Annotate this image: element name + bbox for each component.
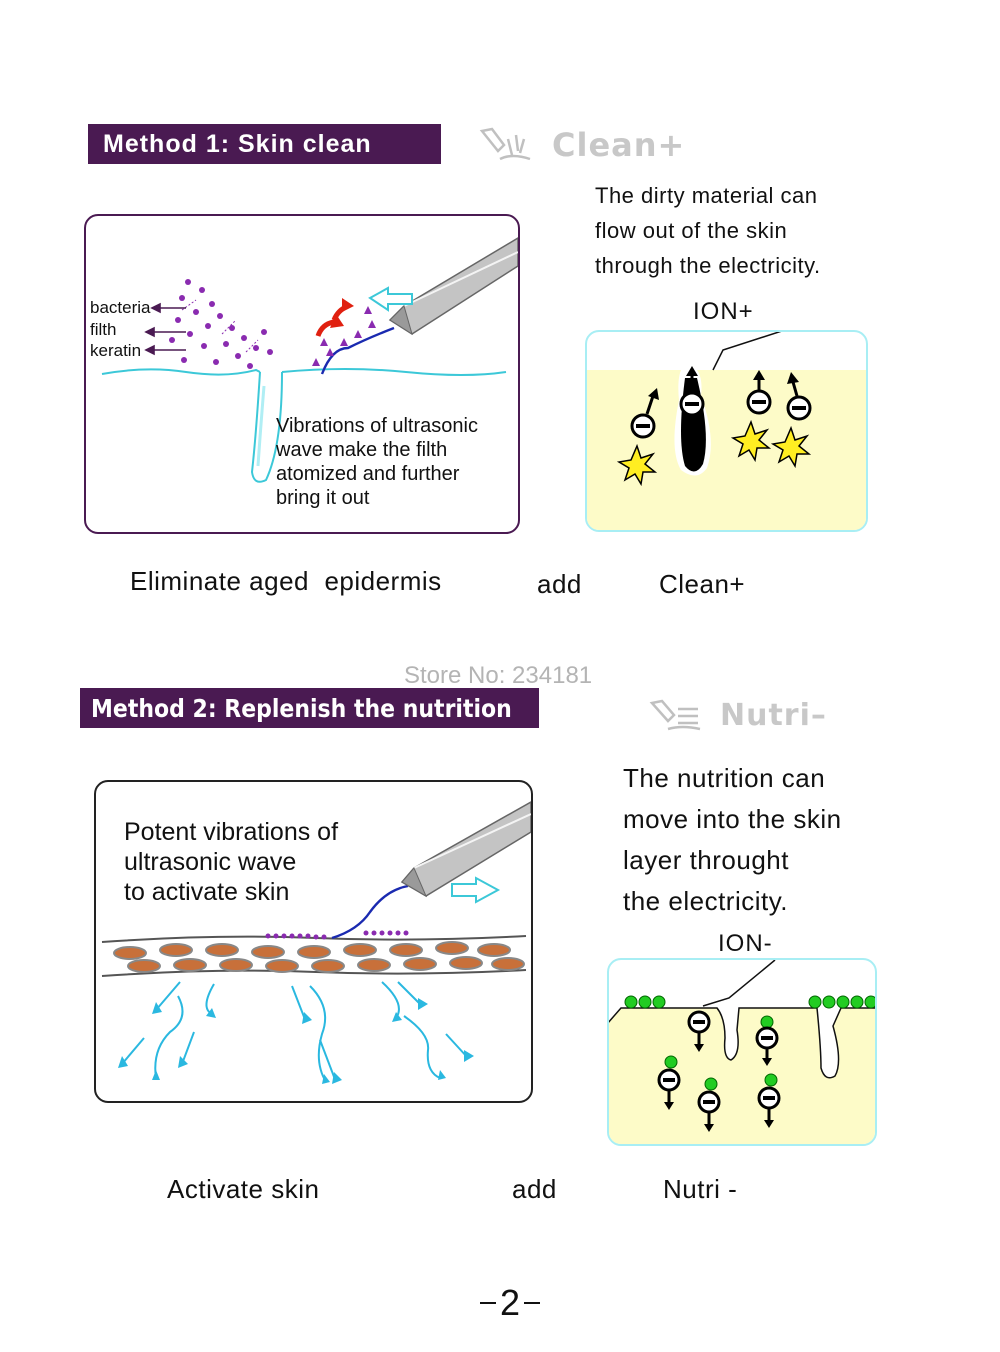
- method1-title: Method 1: Skin clean: [103, 129, 372, 158]
- ion-plus-diagram: [587, 332, 866, 530]
- skin-clean-diagram: bacteria filth keratin Vibrations of ult…: [90, 237, 518, 509]
- method1-banner: Method 1: Skin clean: [88, 124, 441, 164]
- page-dash-left: [480, 1302, 496, 1304]
- nutri-mode-indicator: Nutri–: [648, 692, 848, 738]
- method2-caption-left: Activate skin: [167, 1174, 320, 1204]
- method1-description: The dirty material can flow out of the s…: [595, 178, 895, 283]
- vibration-text-line: wave make the filth: [275, 439, 447, 461]
- vibration-text-line: bring it out: [276, 487, 370, 509]
- clean-mode-indicator: Clean+: [478, 120, 688, 170]
- ion-minus-panel: [607, 958, 877, 1146]
- store-watermark: Store No: 234181: [404, 662, 593, 689]
- page-number-value: 2: [500, 1282, 521, 1323]
- method2-banner: Method 2: Replenish the nutrition: [80, 688, 539, 728]
- vibration-text-line: atomized and further: [276, 463, 460, 485]
- skin-clean-panel: bacteria filth keratin Vibrations of ult…: [84, 214, 520, 534]
- page-number: 2: [480, 1282, 541, 1324]
- description-line: the electricity.: [623, 886, 789, 916]
- description-line: move into the skin: [623, 804, 842, 834]
- ion-plus-label: ION+: [693, 298, 754, 325]
- wand-icon: [649, 699, 701, 731]
- description-line: flow out of the skin: [595, 218, 788, 243]
- ion-minus-diagram: [609, 960, 875, 1144]
- negative-ion-group: [630, 366, 812, 439]
- description-line: layer throught: [623, 845, 789, 875]
- method1-caption-left: Eliminate aged epidermis: [130, 566, 442, 596]
- description-line: The nutrition can: [623, 763, 826, 793]
- method2-title: Method 2: Replenish the nutrition: [91, 693, 512, 723]
- method1-caption-mid: add: [537, 569, 582, 599]
- particle-label-keratin: keratin: [90, 341, 141, 360]
- skin-cells: [113, 941, 525, 973]
- wand-icon: [479, 127, 531, 161]
- method1-caption-right: Clean+: [659, 569, 746, 599]
- vibration-text-line: Potent vibrations of: [124, 818, 338, 846]
- particle-label-filth: filth: [90, 320, 116, 339]
- activate-skin-panel: Potent vibrations of ultrasonic wave to …: [94, 780, 533, 1103]
- nutri-mode-label: Nutri–: [720, 697, 827, 733]
- vibration-text-line: to activate skin: [124, 878, 289, 906]
- particle-label-bacteria: bacteria: [90, 298, 151, 317]
- description-line: through the electricity.: [595, 253, 821, 278]
- page-dash-right: [524, 1302, 541, 1304]
- ultrasonic-probe: [388, 237, 518, 336]
- vibration-text-line: Vibrations of ultrasonic: [276, 415, 478, 437]
- negative-ion-group: [657, 1010, 781, 1132]
- description-line: The dirty material can: [595, 183, 818, 208]
- method2-caption-mid: add: [512, 1174, 557, 1204]
- clean-mode-label: Clean+: [552, 126, 686, 164]
- vibration-text-line: ultrasonic wave: [124, 848, 296, 876]
- method2-description: The nutrition can move into the skin lay…: [623, 758, 923, 922]
- ion-plus-panel: [585, 330, 868, 532]
- ion-minus-label: ION-: [718, 930, 773, 957]
- method2-caption-right: Nutri -: [663, 1174, 738, 1204]
- activate-skin-diagram: Potent vibrations of ultrasonic wave to …: [101, 801, 531, 1084]
